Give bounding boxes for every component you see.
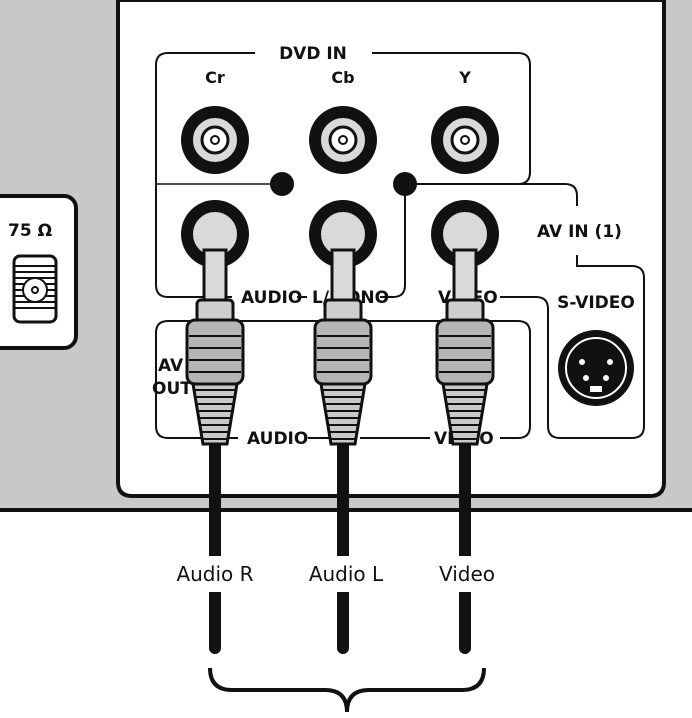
cable-labels-layer: Audio R Audio L Video bbox=[172, 556, 502, 592]
plug-body bbox=[435, 318, 495, 386]
junction-dot-left bbox=[270, 172, 294, 196]
cable-label-bg-video bbox=[432, 556, 502, 592]
cable-label-bg-audio-l bbox=[302, 556, 390, 592]
av-out-frame-right bbox=[490, 320, 531, 439]
dvd-in-title: DVD IN bbox=[279, 44, 347, 64]
plug-strain-relief bbox=[191, 382, 239, 446]
plug-strain-relief bbox=[441, 382, 489, 446]
av-in-audio-label: AUDIO bbox=[241, 288, 302, 308]
jack-y[interactable] bbox=[431, 106, 499, 174]
antenna-connector-icon bbox=[12, 254, 58, 324]
jack-cr[interactable] bbox=[181, 106, 249, 174]
plug-tip bbox=[330, 248, 356, 308]
cable-label-audio-l: Audio L bbox=[309, 562, 384, 586]
grouping-bracket bbox=[208, 667, 486, 713]
svideo-jack[interactable] bbox=[558, 330, 634, 406]
av-out-title-line1: AV bbox=[158, 356, 184, 376]
av-in-frame-top bbox=[405, 183, 578, 206]
av-in-frame-left bbox=[380, 184, 406, 298]
jack-cb[interactable] bbox=[309, 106, 377, 174]
cable-label-bg-audio-r bbox=[172, 556, 258, 592]
cable-label-audio-r: Audio R bbox=[176, 562, 253, 586]
jack-audio-in[interactable] bbox=[181, 200, 249, 268]
jack-mono-in[interactable] bbox=[309, 200, 377, 268]
plug-video[interactable] bbox=[435, 248, 495, 654]
plug-body bbox=[185, 318, 245, 386]
cables-layer bbox=[185, 248, 495, 654]
jack-label-y: Y bbox=[458, 68, 471, 87]
jack-video-in[interactable] bbox=[431, 200, 499, 268]
av-out-title-line2: OUT bbox=[152, 379, 192, 399]
av-out-frame-left bbox=[155, 320, 238, 439]
av-out-audio-label: AUDIO bbox=[247, 429, 308, 449]
main-panel bbox=[116, 0, 666, 498]
plug-audio-l[interactable] bbox=[313, 248, 373, 654]
cable-label-video: Video bbox=[439, 562, 495, 586]
jack-label-cr: Cr bbox=[205, 68, 225, 87]
svideo-label: S-VIDEO bbox=[557, 293, 635, 313]
antenna-label: 75 Ω bbox=[8, 221, 52, 241]
plug-tip bbox=[202, 248, 228, 308]
jack-label-cb: Cb bbox=[331, 68, 354, 87]
plug-audio-r[interactable] bbox=[185, 248, 245, 654]
plug-strain-relief bbox=[319, 382, 367, 446]
av-in-frame-right bbox=[500, 255, 645, 439]
dvd-in-frame bbox=[155, 52, 255, 298]
plug-body bbox=[313, 318, 373, 386]
plug-tip bbox=[452, 248, 478, 308]
av-in-title: AV IN (1) bbox=[537, 222, 622, 242]
